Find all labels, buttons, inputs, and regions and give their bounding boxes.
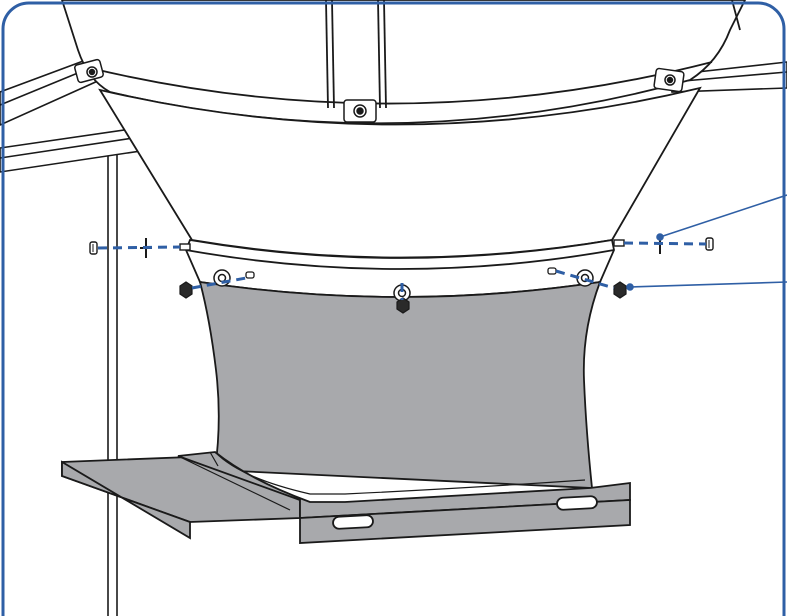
callout-dot-1 [656,233,664,241]
callout-leaders [626,194,787,291]
tray-slot-left [332,514,374,530]
bracket-right [653,67,685,93]
callout-dot-2 [626,283,634,291]
bracket-center [343,99,377,123]
tray-assembly [61,451,631,544]
hopper-upper-body [61,0,747,125]
nut-icon [179,281,627,314]
support-post [107,150,118,616]
callout-leader-1 [659,194,787,238]
tray-slot-right [556,495,598,511]
skirt-panel [198,280,602,489]
bracket-left [74,58,104,84]
assembly-guide-lines [97,241,707,300]
callout-leader-2 [629,281,787,288]
